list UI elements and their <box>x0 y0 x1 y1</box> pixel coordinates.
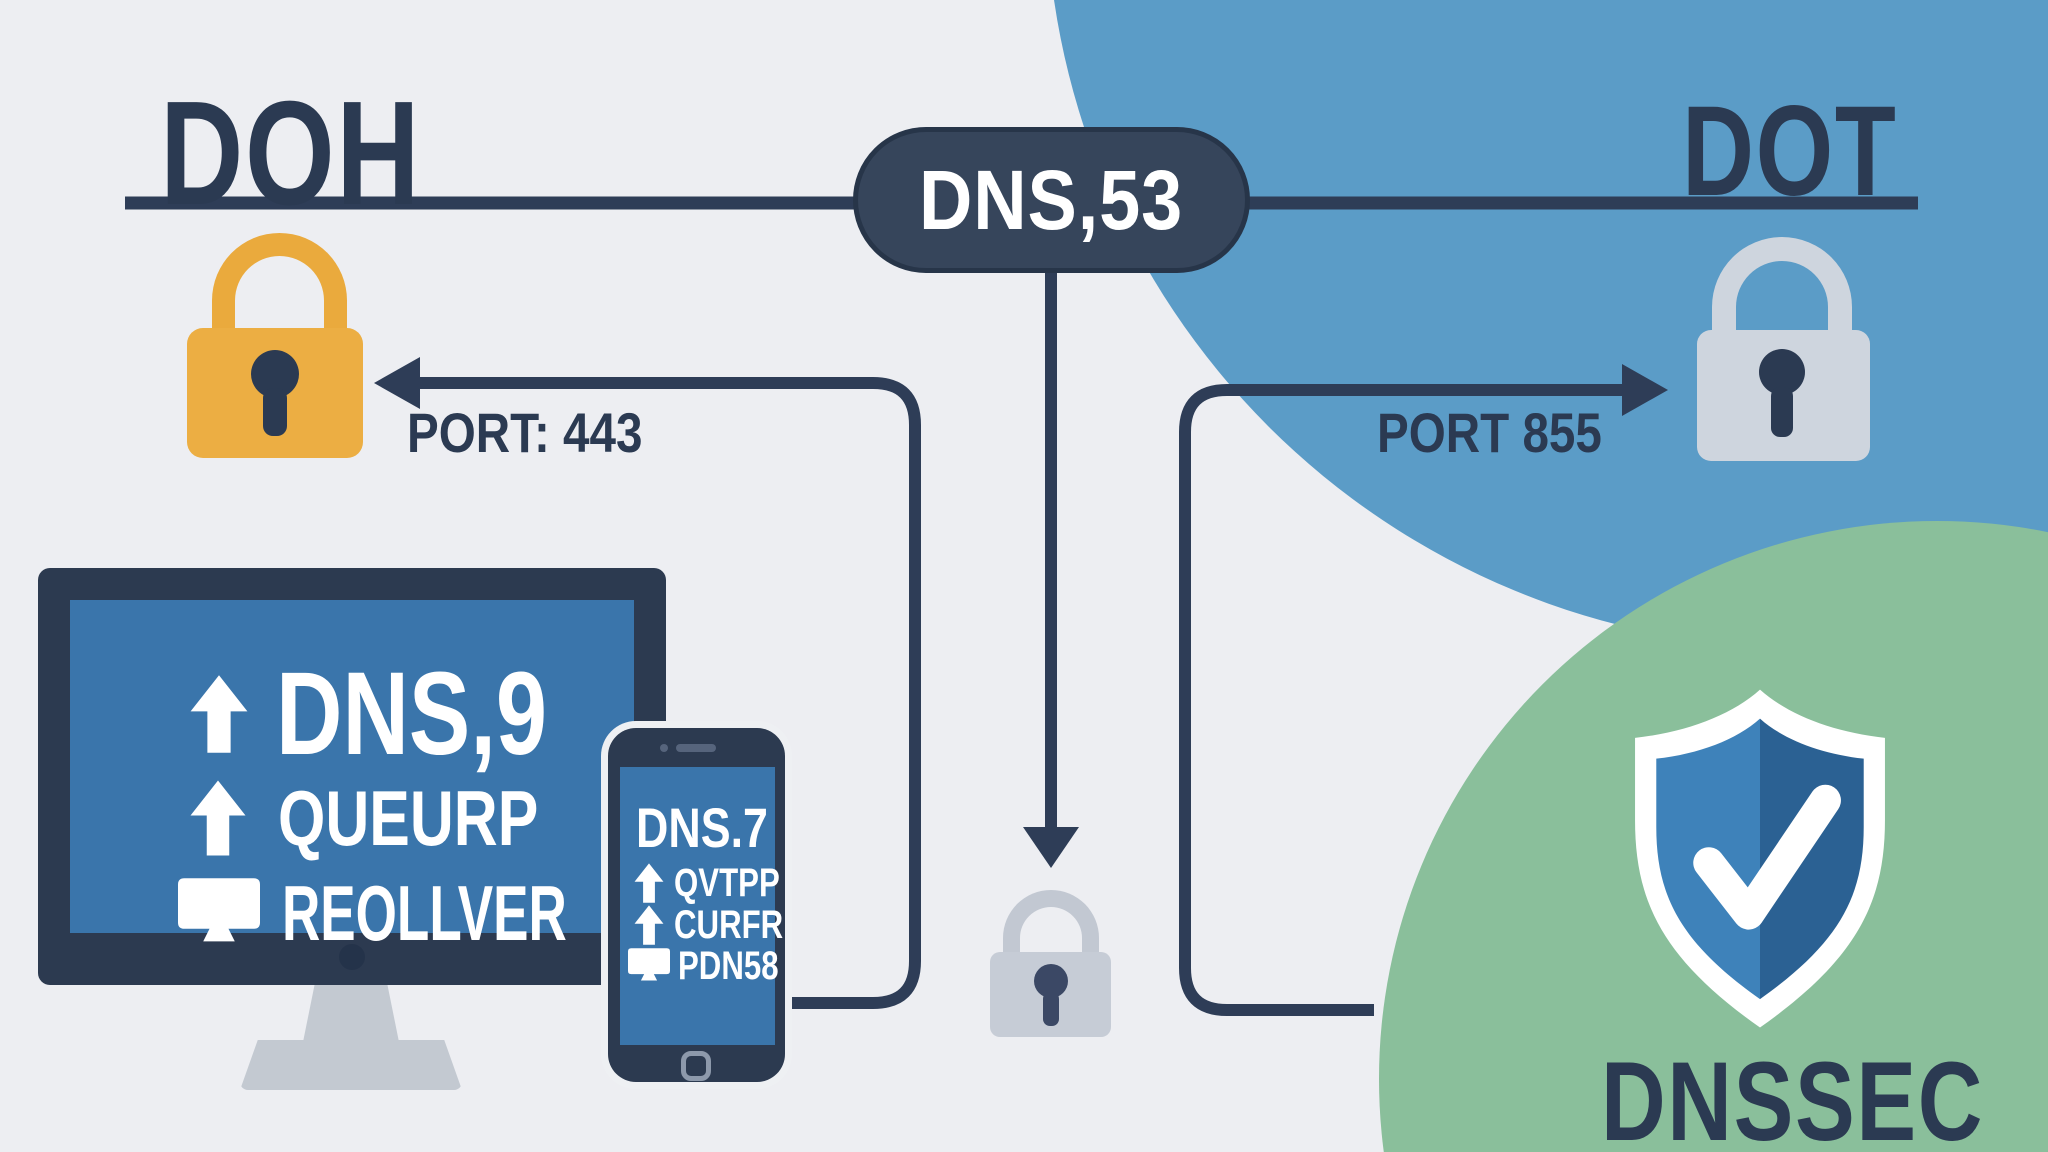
phone-screen <box>620 767 775 1045</box>
right-arrowhead-icon <box>1622 364 1668 416</box>
monitor-row-label: REOLLVER <box>282 869 567 957</box>
phone-row-label: PDN58 <box>678 944 779 988</box>
doh-title: DOH <box>160 71 422 236</box>
monitor-power-dot <box>339 944 365 970</box>
monitor-screen-row: QUEURP <box>186 778 612 858</box>
cursor-up-icon <box>634 905 664 945</box>
monitor-screen <box>70 600 634 933</box>
shield-check-icon <box>1635 689 1885 1028</box>
monitor-row-label: QUEURP <box>278 774 539 862</box>
monitor-icon <box>628 948 670 981</box>
cursor-up-icon <box>190 675 248 753</box>
phone-screen-row: PDN58 <box>628 946 807 986</box>
dnssec-title: DNSSEC <box>1601 1039 1985 1152</box>
left-arrowhead-icon <box>374 357 420 409</box>
phone-screen-title: DNS.7 <box>636 796 768 859</box>
lock-keyhole-stem <box>263 388 287 436</box>
doh-port-label: PORT: 443 <box>407 401 643 464</box>
dns53-pill: DNS,53 <box>853 127 1250 273</box>
doh-return-path <box>414 377 921 1009</box>
phone-row-label: CURFR <box>674 903 784 947</box>
lock-keyhole-stem <box>1771 387 1793 437</box>
phone-speaker <box>676 744 716 752</box>
monitor-stand-neck <box>303 985 399 1042</box>
dot-port-label: PORT 855 <box>1377 401 1602 464</box>
monitor-icon <box>178 878 260 942</box>
dot-title: DOT <box>1682 80 1898 223</box>
phone-camera <box>660 744 668 752</box>
monitor-screen-row: DNS,9 <box>188 655 624 773</box>
cursor-up-icon <box>190 780 246 856</box>
monitor-row-label: DNS,9 <box>276 648 548 780</box>
phone-screen-row: QVTPP <box>632 862 810 904</box>
monitor-stand-base <box>240 1040 462 1090</box>
monitor-screen-row: REOLLVER <box>178 874 701 952</box>
phone-row-label: QVTPP <box>674 861 780 905</box>
dns53-pill-label: DNS,53 <box>919 152 1184 247</box>
phone-home-button <box>681 1051 711 1081</box>
down-arrowhead-icon <box>1023 827 1079 868</box>
dot-forward-path <box>1179 384 1626 1016</box>
cursor-up-icon <box>634 863 664 903</box>
lock-keyhole-stem <box>1043 992 1059 1026</box>
phone-screen-row: CURFR <box>632 904 814 946</box>
